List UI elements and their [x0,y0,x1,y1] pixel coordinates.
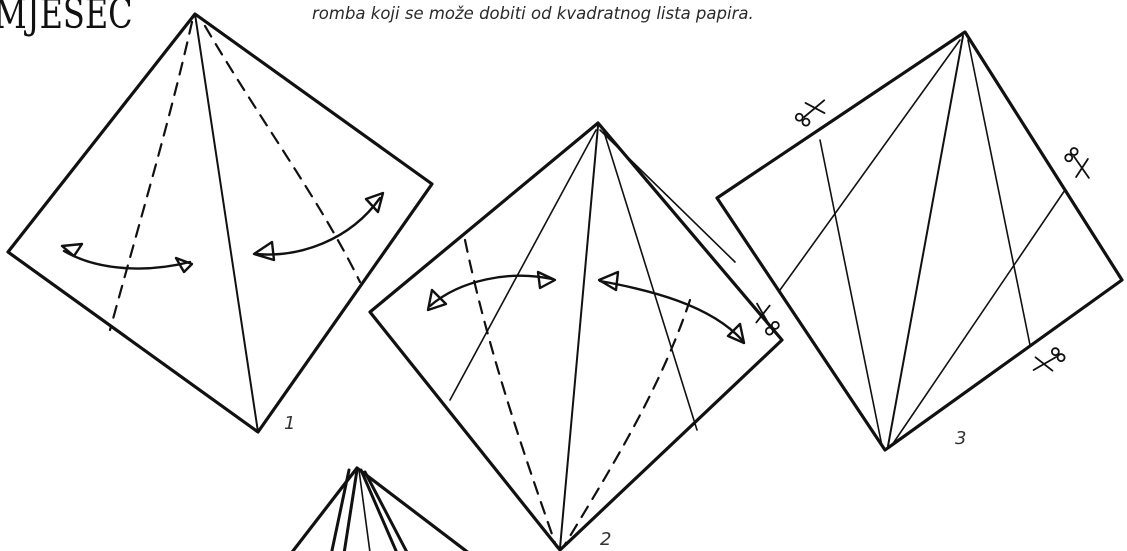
step-4-kite-outline [290,466,469,551]
step-2-left-fold-line [463,238,558,548]
step-3-number: 3 [955,428,967,449]
step-4-diagram [290,466,469,551]
double-arrow-icon [252,191,385,262]
step-3-crease [967,39,1031,346]
step-3-diagram [715,30,1124,452]
step-2-crease [449,129,597,401]
step-1-kite-outline [6,12,434,434]
step-2-crease [599,129,736,263]
double-arrow-icon [426,270,557,312]
scissors-icon [755,302,780,336]
instruction-caption: romba koji se može dobiti od kvadratnog … [312,4,754,23]
step-2-crease [603,131,698,431]
step-4-layer [358,469,371,551]
step-4-layer [330,468,351,551]
double-arrow-icon [597,270,746,345]
step-3-crease [819,139,883,447]
step-4-layer [359,468,398,551]
step-2-kite-outline [368,121,784,551]
page-title: MJESEC [0,0,133,38]
scissors-icon [1032,347,1066,372]
step-2-center-crease [559,125,599,549]
double-arrow-icon [60,242,194,274]
step-4-layer [363,470,408,551]
step-1-number: 1 [284,413,296,434]
step-2-number: 2 [600,529,612,550]
step-1-right-fold-line [203,24,362,284]
step-3-crease [891,189,1066,446]
step-1-center-crease [194,13,259,433]
step-1-left-fold-line [108,20,194,332]
step-1-diagram [6,12,434,434]
step-2-right-fold-line [562,298,692,548]
scissors-icon [1064,147,1090,179]
scissors-icon [794,99,826,127]
step-2-diagram [368,121,784,551]
step-3-kite-outline [715,30,1124,452]
step-3-crease [887,35,964,447]
step-4-layer [342,468,359,551]
step-3-crease [779,39,961,291]
